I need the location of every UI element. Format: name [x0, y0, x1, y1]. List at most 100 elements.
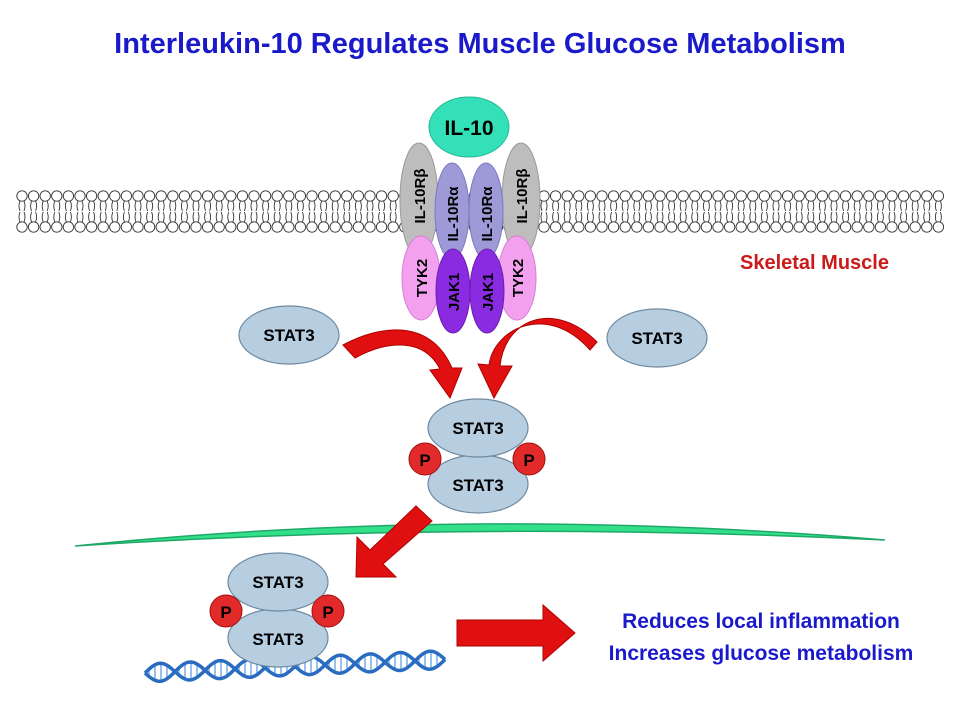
lipid-mark	[679, 211, 687, 223]
lipid-mark	[897, 221, 910, 233]
lipid-mark	[169, 211, 177, 223]
lipid-mark	[830, 211, 838, 223]
lipid-mark	[192, 211, 200, 223]
lipid-mark	[283, 190, 295, 202]
lipid-mark	[610, 211, 618, 223]
lipid-mark	[111, 211, 119, 223]
lipid-mark	[842, 200, 850, 212]
lipid-mark	[552, 200, 560, 212]
lipid-mark	[828, 190, 840, 202]
lipid-mark	[317, 221, 330, 233]
lipid-mark	[863, 221, 875, 233]
lipid-mark	[27, 190, 40, 202]
lipid-mark	[644, 200, 652, 212]
lipid-mark	[874, 190, 887, 202]
lipid-mark	[586, 211, 594, 223]
lipid-mark	[366, 200, 374, 212]
lipid-mark	[540, 200, 548, 212]
lipid-mark	[886, 221, 898, 233]
lipid-mark	[109, 221, 121, 233]
lipid-mark	[726, 200, 734, 212]
lipid-mark	[784, 211, 792, 223]
lipid-mark	[378, 211, 386, 223]
lipid-mark	[250, 211, 258, 223]
receptor-alpha-left-label: IL-10Rα	[445, 186, 462, 242]
lipid-mark	[909, 190, 921, 202]
lipid-mark	[631, 190, 643, 202]
lipid-mark	[921, 190, 933, 202]
lipid-mark	[563, 200, 571, 212]
lipid-mark	[283, 221, 295, 233]
lipid-mark	[607, 190, 620, 202]
lipid-mark	[865, 200, 873, 212]
lipid-mark	[180, 200, 188, 212]
lipid-mark	[900, 200, 908, 212]
lipid-mark	[236, 221, 249, 233]
lipid-mark	[934, 211, 942, 223]
lipid-mark	[146, 200, 154, 212]
lipid-mark	[795, 211, 803, 223]
phosphate-label: P	[220, 603, 231, 622]
lipid-mark	[122, 200, 130, 212]
lipid-mark	[781, 190, 794, 202]
lipid-mark	[656, 211, 664, 223]
lipid-mark	[155, 221, 167, 233]
lipid-mark	[111, 200, 119, 212]
lipid-mark	[306, 190, 318, 202]
lipid-mark	[389, 200, 397, 212]
phosphate-left	[408, 442, 442, 476]
lipid-mark	[341, 221, 353, 233]
lipid-mark	[677, 190, 689, 202]
lipid-mark	[294, 221, 307, 233]
lipid-mark	[735, 190, 747, 202]
lipid-mark	[178, 221, 191, 233]
lipid-mark	[248, 221, 260, 233]
lipid-mark	[851, 190, 863, 202]
lipid-mark	[668, 200, 676, 212]
lipid-mark	[248, 190, 260, 202]
lipid-mark	[631, 221, 643, 233]
lipid-mark	[596, 190, 608, 202]
nuclear-membrane	[74, 523, 886, 547]
lipid-mark	[654, 190, 666, 202]
lipid-mark	[74, 221, 86, 233]
lipid-mark	[607, 221, 620, 233]
lipid-mark	[749, 200, 757, 212]
lipid-mark	[851, 221, 863, 233]
lipid-mark	[772, 211, 780, 223]
lipid-mark	[215, 200, 223, 212]
jak1-right	[469, 248, 505, 334]
lipid-mark	[225, 221, 237, 233]
lipid-mark	[74, 190, 86, 202]
lipid-mark	[839, 190, 852, 202]
lipid-mark	[702, 200, 710, 212]
stat3-label: STAT3	[263, 326, 314, 345]
lipid-mark	[621, 200, 629, 212]
lipid-mark	[167, 221, 179, 233]
lipid-mark	[596, 221, 608, 233]
lipid-mark	[157, 211, 165, 223]
lipid-mark	[259, 190, 272, 202]
lipid-mark	[225, 190, 237, 202]
lipid-mark	[714, 200, 722, 212]
lipid-mark	[354, 211, 362, 223]
lipid-mark	[285, 211, 293, 223]
lipid-mark	[343, 211, 351, 223]
lipid-mark	[190, 221, 202, 233]
lipid-mark	[236, 190, 249, 202]
lipid-mark	[18, 211, 26, 223]
lipid-mark	[561, 221, 573, 233]
lipid-mark	[818, 200, 826, 212]
lipid-mark	[656, 200, 664, 212]
lipid-mark	[250, 200, 258, 212]
lipid-mark	[85, 221, 98, 233]
free-stat3-left: STAT3	[238, 305, 340, 365]
lipid-mark	[888, 200, 896, 212]
tyk2-left-label: TYK2	[414, 259, 431, 297]
lipid-mark	[886, 190, 898, 202]
lipid-mark	[375, 190, 388, 202]
lipid-mark	[88, 211, 96, 223]
lipid-mark	[30, 211, 38, 223]
tyk2-right-label: TYK2	[510, 259, 527, 297]
lipid-mark	[642, 190, 655, 202]
